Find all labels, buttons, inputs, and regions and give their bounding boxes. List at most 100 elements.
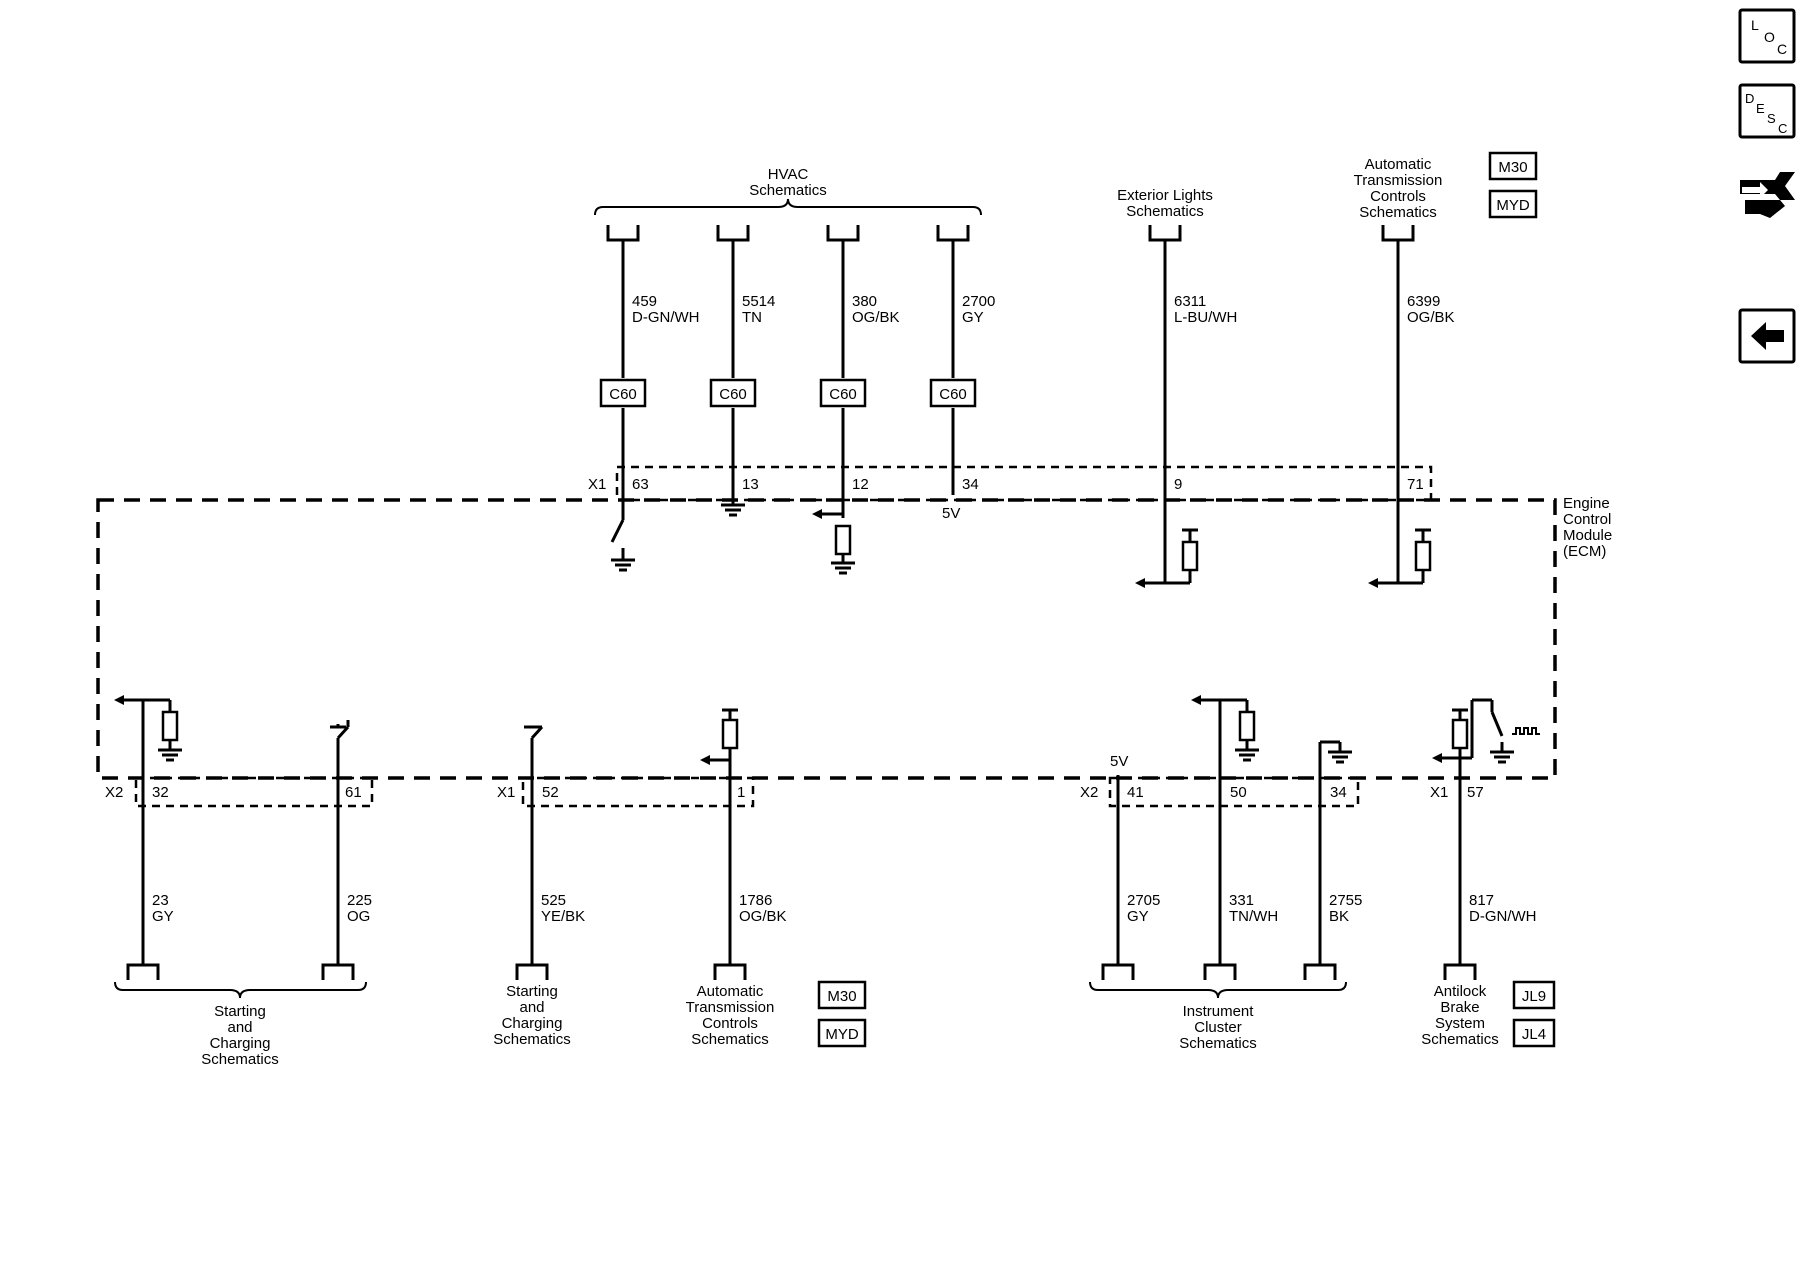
c60-connector: C60 <box>929 378 977 408</box>
svg-text:Starting: Starting <box>506 983 558 1000</box>
svg-text:C: C <box>1777 41 1787 57</box>
svg-text:L-BU/WH: L-BU/WH <box>1174 309 1237 326</box>
svg-text:Brake: Brake <box>1440 999 1479 1016</box>
svg-text:525: 525 <box>541 892 566 909</box>
abs-destination: Antilock Brake System Schematics <box>1421 983 1499 1048</box>
svg-text:Controls: Controls <box>1370 188 1426 205</box>
svg-text:Exterior Lights: Exterior Lights <box>1117 187 1213 204</box>
svg-text:Schematics: Schematics <box>749 182 827 199</box>
svg-text:O: O <box>1764 29 1775 45</box>
svg-text:(ECM): (ECM) <box>1563 543 1606 560</box>
svg-text:MYD: MYD <box>825 1026 859 1043</box>
svg-text:Schematics: Schematics <box>1179 1035 1257 1052</box>
svg-text:9: 9 <box>1174 476 1182 493</box>
svg-text:JL9: JL9 <box>1522 988 1546 1005</box>
svg-text:Automatic: Automatic <box>697 983 764 1000</box>
svg-text:71: 71 <box>1407 476 1424 493</box>
svg-text:Schematics: Schematics <box>1126 203 1204 220</box>
svg-text:459: 459 <box>632 293 657 310</box>
svg-text:D-GN/WH: D-GN/WH <box>632 309 700 326</box>
description-button[interactable]: D E S C <box>1738 83 1796 139</box>
svg-text:X1: X1 <box>1430 784 1448 801</box>
svg-text:C60: C60 <box>939 386 967 403</box>
hvac-bracket <box>594 198 982 216</box>
svg-text:C: C <box>1778 121 1787 136</box>
ground-icon <box>721 503 745 517</box>
c60-connector: C60 <box>599 378 647 408</box>
svg-text:Cluster: Cluster <box>1194 1019 1242 1036</box>
option-code-myd: MYD <box>1488 189 1538 219</box>
bottom-wire-labels: 23 GY 225 OG 525 YE/BK 1786 OG/BK 2705 G… <box>152 892 1537 925</box>
svg-text:50: 50 <box>1230 784 1247 801</box>
svg-text:34: 34 <box>962 476 979 493</box>
resistor-symbol <box>834 524 852 563</box>
svg-text:2705: 2705 <box>1127 892 1160 909</box>
svg-text:Charging: Charging <box>210 1035 271 1052</box>
bottom-connector-labels: X2 X1 X2 X1 <box>105 784 1448 801</box>
switch-symbol <box>330 720 350 740</box>
svg-text:5514: 5514 <box>742 293 775 310</box>
location-button[interactable]: L O C <box>1738 8 1796 64</box>
svg-text:Engine: Engine <box>1563 495 1610 512</box>
svg-text:12: 12 <box>852 476 869 493</box>
svg-text:BK: BK <box>1329 908 1349 925</box>
svg-text:and: and <box>227 1019 252 1036</box>
svg-text:Schematics: Schematics <box>1421 1031 1499 1048</box>
top-wire-labels: 459 D-GN/WH 5514 TN 380 OG/BK 2700 GY 63… <box>632 293 1455 326</box>
pulldown-input-circuit <box>114 695 182 762</box>
svg-text:380: 380 <box>852 293 877 310</box>
svg-text:M30: M30 <box>1498 159 1527 176</box>
svg-text:Transmission: Transmission <box>1354 172 1443 189</box>
top-wires <box>621 240 1400 583</box>
pulldown-input-circuit <box>1191 695 1259 762</box>
svg-text:E: E <box>1756 101 1765 116</box>
auto-trans-destination-bottom: Automatic Transmission Controls Schemati… <box>686 983 775 1048</box>
svg-text:1786: 1786 <box>739 892 772 909</box>
svg-text:YE/BK: YE/BK <box>541 908 585 925</box>
svg-text:57: 57 <box>1467 784 1484 801</box>
svg-text:2755: 2755 <box>1329 892 1362 909</box>
ground-icon <box>1320 740 1352 764</box>
svg-text:32: 32 <box>152 784 169 801</box>
svg-text:GY: GY <box>1127 908 1149 925</box>
svg-text:Antilock: Antilock <box>1434 983 1487 1000</box>
c60-connector: C60 <box>709 378 757 408</box>
pulse-output-circuit <box>1432 698 1540 764</box>
ground-icon <box>831 561 855 575</box>
svg-text:MYD: MYD <box>1496 197 1530 214</box>
starting-charging-destination: Starting and Charging Schematics <box>201 1003 279 1068</box>
auto-trans-destination-top: Automatic Transmission Controls Schemati… <box>1354 156 1443 221</box>
top-terminals <box>606 225 1415 242</box>
svg-text:OG/BK: OG/BK <box>852 309 900 326</box>
back-arrow-button[interactable] <box>1738 308 1796 364</box>
switch-symbol <box>524 725 544 740</box>
svg-text:Controls: Controls <box>702 1015 758 1032</box>
svg-text:JL4: JL4 <box>1522 1026 1546 1043</box>
hvac-destination: HVAC Schematics <box>749 166 827 199</box>
svg-text:X1: X1 <box>497 784 515 801</box>
ground-icon <box>611 558 635 572</box>
svg-text:Automatic: Automatic <box>1365 156 1432 173</box>
service-tools-icon[interactable] <box>1740 172 1795 218</box>
svg-text:Control: Control <box>1563 511 1611 528</box>
ecm-module-name: Engine Control Module (ECM) <box>1563 495 1612 560</box>
top-connector-label: X1 <box>588 476 606 493</box>
c60-connector: C60 <box>819 378 867 408</box>
svg-text:61: 61 <box>345 784 362 801</box>
voltage-label: 5V <box>1110 753 1128 770</box>
svg-text:225: 225 <box>347 892 372 909</box>
svg-text:13: 13 <box>742 476 759 493</box>
svg-text:6311: 6311 <box>1174 293 1206 310</box>
svg-text:6399: 6399 <box>1407 293 1440 310</box>
instrument-cluster-bracket <box>1089 981 1347 999</box>
svg-text:OG/BK: OG/BK <box>739 908 787 925</box>
top-pin-numbers: 63 13 12 34 9 71 <box>632 476 1424 493</box>
top-connector-strip <box>615 465 1433 502</box>
svg-text:Schematics: Schematics <box>1359 204 1437 221</box>
svg-text:2700: 2700 <box>962 293 995 310</box>
svg-text:M30: M30 <box>827 988 856 1005</box>
svg-text:52: 52 <box>542 784 559 801</box>
starting-charging-bracket <box>114 981 367 999</box>
svg-text:S: S <box>1767 111 1776 126</box>
